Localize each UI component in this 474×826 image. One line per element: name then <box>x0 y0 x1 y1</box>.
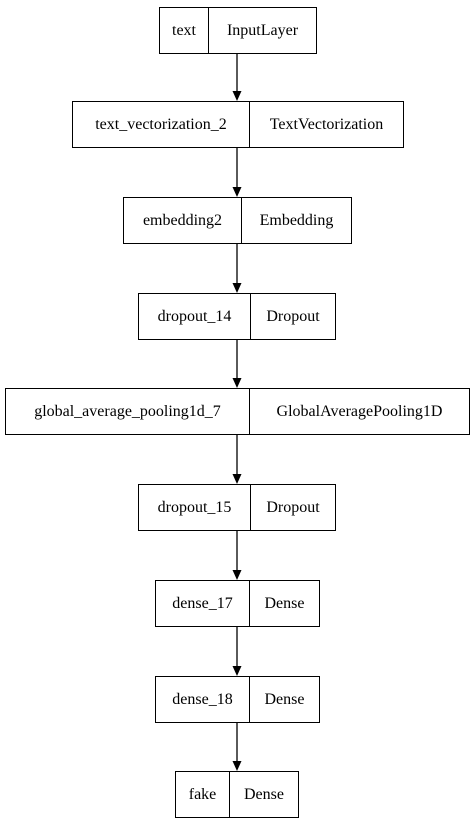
node-name: dropout_14 <box>139 294 251 339</box>
node-type: TextVectorization <box>269 115 384 133</box>
node-dropout-15: dropout_15 Dropout <box>138 484 336 531</box>
node-type: Dense <box>264 594 305 612</box>
arrowhead-icon <box>232 283 242 293</box>
node-embedding: embedding2 Embedding <box>123 197 352 244</box>
node-name: text <box>160 8 209 53</box>
node-name: global_average_pooling1d_7 <box>6 389 250 434</box>
node-type: Dense <box>264 690 305 708</box>
node-type: InputLayer <box>226 21 299 39</box>
arrowhead-icon <box>232 761 242 771</box>
node-text-vectorization: text_vectorization_2 TextVectorization <box>72 101 404 148</box>
arrowhead-icon <box>232 378 242 388</box>
node-type: Dropout <box>266 307 320 325</box>
node-text: text InputLayer <box>159 7 317 54</box>
node-name: text_vectorization_2 <box>73 102 250 147</box>
node-dense-17: dense_17 Dense <box>155 580 320 627</box>
arrowhead-icon <box>232 91 242 101</box>
node-dense-18: dense_18 Dense <box>155 676 320 723</box>
arrowhead-icon <box>232 187 242 197</box>
node-name: dense_17 <box>156 581 250 626</box>
arrowhead-icon <box>232 570 242 580</box>
node-type: GlobalAveragePooling1D <box>276 402 443 420</box>
node-global-average-pooling: global_average_pooling1d_7 GlobalAverage… <box>5 388 470 435</box>
node-type: Embedding <box>259 211 334 229</box>
arrowhead-icon <box>232 474 242 484</box>
node-name: embedding2 <box>124 198 242 243</box>
node-type: Dense <box>244 785 284 803</box>
node-fake: fake Dense <box>175 771 299 818</box>
node-type: Dropout <box>266 498 320 516</box>
node-name: dense_18 <box>156 677 250 722</box>
node-dropout-14: dropout_14 Dropout <box>138 293 336 340</box>
node-name: fake <box>176 772 230 817</box>
node-name: dropout_15 <box>139 485 251 530</box>
arrowhead-icon <box>232 666 242 676</box>
